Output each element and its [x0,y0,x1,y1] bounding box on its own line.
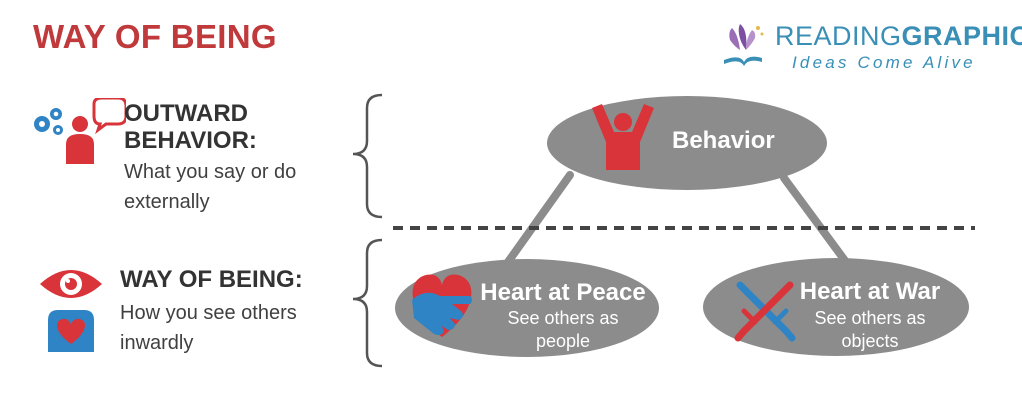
logo-wordmark: READINGGRAPHICS [775,21,1022,52]
logo-word-bold: GRAPHICS [901,21,1022,51]
butterfly-book-logo-icon [724,24,764,66]
way-of-being-title: WAY OF BEING: [120,266,303,293]
heart-at-war-title: Heart at War [799,278,941,305]
page-title: WAY OF BEING [33,18,277,55]
speech-bubble-icon [92,98,126,135]
eye-heart-person-icon [40,270,102,352]
way-of-being-description: How you see others inwardly [120,302,297,354]
heart-at-peace-subtitle: See others as people [507,308,619,351]
logo-tagline: Ideas Come Alive [792,53,976,72]
speaking-person-gears-icon [34,98,126,164]
heart-at-war-node [703,258,969,356]
heart-at-war-subtitle: See others as objects [814,308,926,351]
behavior-label: Behavior [672,127,775,154]
heart-handshake-icon [412,274,472,337]
outward-behavior-title: OUTWARD BEHAVIOR: [124,100,257,154]
outward-brace [352,93,383,219]
outward-behavior-description: What you say or do externally [124,161,297,213]
logo-word-regular: READING [775,21,902,51]
heart-at-peace-title: Heart at Peace [480,279,646,306]
gear-icon [34,108,63,135]
raised-arms-person-icon [592,104,654,170]
being-brace [352,238,383,368]
connector-lines [504,171,850,266]
crossed-swords-icon [734,281,796,342]
